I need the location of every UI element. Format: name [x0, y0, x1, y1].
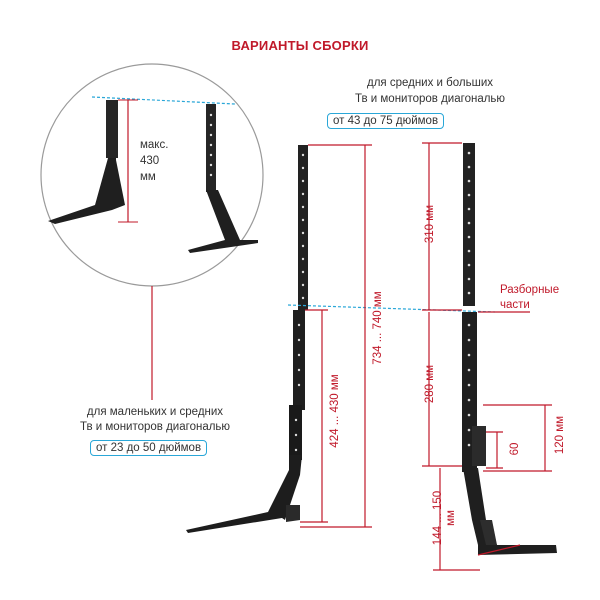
zoom-max-line1: макс.	[140, 139, 169, 151]
dim-120: 120 мм	[554, 415, 566, 455]
dim-60: 60	[509, 442, 521, 456]
large-range-line2: Тв и мониторов диагональю	[354, 93, 506, 105]
dim-upper: 310 мм	[424, 204, 436, 244]
zoom-max-line2: 430	[140, 155, 160, 167]
stand-middle	[186, 145, 308, 533]
zoom-dash-line	[91, 96, 236, 105]
small-range-box: от 23 до 50 дюймов	[90, 440, 208, 456]
diagram-title: ВАРИАНТЫ СБОРКИ	[231, 38, 369, 53]
large-range-line1: для средних и больших	[366, 77, 493, 89]
small-range-line1: для маленьких и средних	[86, 406, 224, 418]
zoom-max-line3: мм	[140, 171, 156, 183]
right-dims	[422, 142, 552, 571]
large-range-box: от 43 до 75 дюймов	[327, 113, 445, 129]
dim-lower: 280 мм	[424, 364, 436, 404]
stand-right	[462, 143, 557, 555]
small-range-line2: Тв и мониторов диагональю	[79, 421, 231, 433]
detachable-parts-label: Разборные части	[500, 284, 560, 311]
split-dash-line	[287, 304, 496, 313]
dim-total: 734 ... 740 мм	[372, 291, 384, 365]
zoom-stand-right	[188, 104, 258, 253]
dim-base: 144 ... 150 мм	[432, 490, 457, 546]
brand-logo-icon	[508, 533, 520, 545]
dim-small-height: 424 ... 430 мм	[329, 374, 341, 448]
middle-dims	[300, 144, 372, 528]
zoom-stand-left	[48, 100, 125, 224]
